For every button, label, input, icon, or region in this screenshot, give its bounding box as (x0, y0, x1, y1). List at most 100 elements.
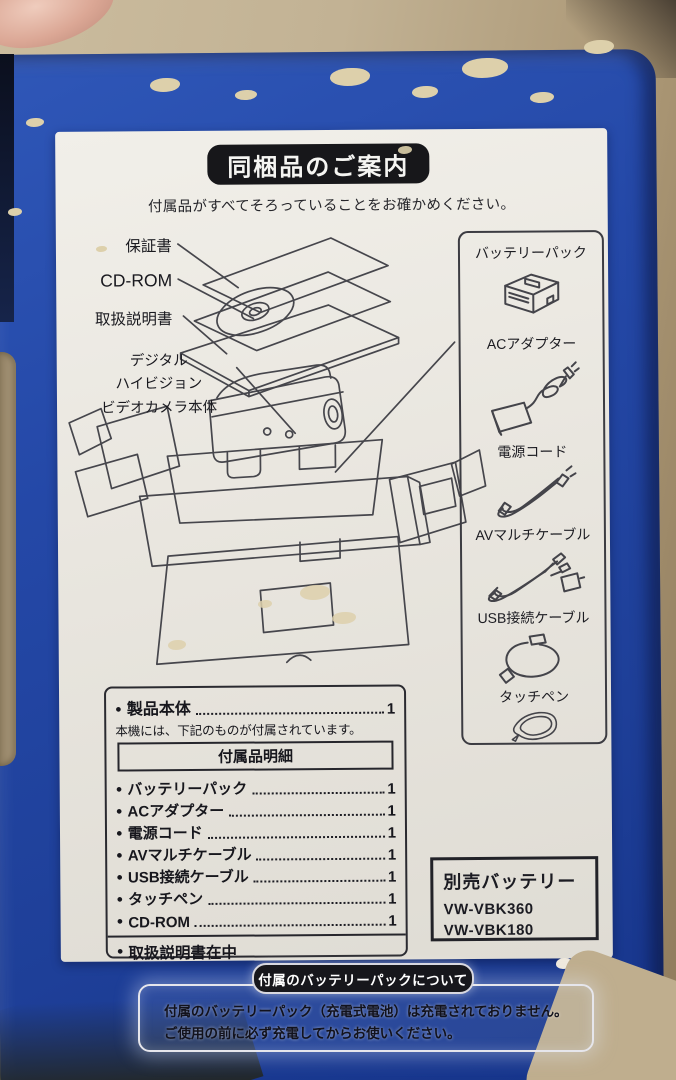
list-separator (107, 933, 406, 938)
inner-tray-drawing (166, 438, 384, 524)
accessory-label: ACアダプター (486, 335, 577, 352)
list-footer: ● 取扱説明書在中 (117, 940, 397, 964)
battery-model: VW-VBK360 (443, 900, 534, 919)
glue-speck (8, 208, 22, 216)
item-qty: 1 (388, 912, 397, 930)
glue-speck (150, 78, 180, 92)
dotted-leader (195, 711, 384, 715)
leader-cdrom (177, 278, 255, 320)
notice-line: ご使用の前に必ず充電してからお使いください。 (164, 1025, 461, 1041)
list-item: ● USB接続ケーブル 1 (116, 864, 396, 888)
list-item: ● ACアダプター 1 (116, 798, 396, 822)
optional-battery-panel: 別売バッテリー VW-VBK360 VW-VBK180 (430, 856, 599, 942)
pointer-accessories-to-box (334, 341, 456, 473)
glue-speck (235, 90, 257, 100)
page-title: 同梱品のご案内 (227, 152, 410, 182)
dotted-leader (252, 791, 385, 795)
glue-speck (26, 118, 44, 127)
usb-cable-icon (498, 633, 560, 684)
item-qty: 1 (387, 868, 397, 886)
glue-speck (412, 86, 438, 98)
item-qty: 1 (388, 890, 397, 908)
notice-box: 付属のバッテリーパック（充電式電池）は充電されておりません。 ご使用の前に必ず充… (138, 984, 594, 1052)
subtitle-text: 付属品がすべてそろっていることをお確かめください。 (147, 196, 516, 216)
list-item: ● バッテリーパック 1 (116, 776, 396, 800)
item-qty: 1 (387, 846, 397, 864)
glue-speck (398, 146, 412, 154)
battery-pack-icon (504, 273, 560, 314)
accessories-panel: バッテリーパック ACアダプター 電源コード (457, 230, 608, 746)
notice-badge: 付属のバッテリーパックについて (252, 963, 474, 994)
notice-line: 付属のバッテリーパック（充電式電池）は充電されておりません。 (164, 1004, 568, 1019)
dotted-leader (253, 879, 386, 883)
glue-speck (330, 68, 370, 86)
item-label: CD-ROM (128, 914, 191, 932)
item-label: ACアダプター (127, 802, 225, 821)
label-cdrom: CD-ROM (100, 270, 173, 291)
bullet-icon: ● (116, 893, 124, 906)
dotted-leader (208, 901, 386, 905)
accessory-item-av-cable: AVマルチケーブル (462, 524, 605, 608)
contents-note: 本機には、下記のものが付属されています。 (115, 722, 362, 739)
dotted-leader (256, 857, 385, 861)
list-item: ● AVマルチケーブル 1 (116, 842, 396, 866)
included-items-label-panel: 同梱品のご案内 付属品がすべてそろっていることをお確かめください。 (55, 128, 613, 962)
bullet-icon: ● (116, 871, 124, 884)
label-camera-body: デジタル ハイビジョン ビデオカメラ本体 (100, 353, 218, 417)
accessory-label: バッテリーパック (474, 244, 587, 262)
glue-speck (258, 600, 272, 608)
dotted-leader (194, 923, 386, 927)
list-item: ● タッチペン 1 (116, 886, 396, 910)
glue-speck (462, 58, 508, 78)
glue-speck (300, 585, 330, 600)
box-handle-cutout (0, 352, 16, 766)
package-contents-diagram (68, 237, 487, 666)
accessory-item-usb-cable: USB接続ケーブル (462, 607, 605, 687)
item-qty: 1 (386, 700, 396, 718)
camcorder-drawing (208, 375, 347, 463)
contents-checklist-panel: ● 製品本体 1 本機には、下記のものが付属されています。 付属品明細 ● バッ… (103, 684, 408, 962)
glue-speck (168, 640, 186, 650)
bullet-icon: ● (115, 703, 122, 716)
accessory-label: USB接続ケーブル (477, 609, 590, 627)
optional-battery-title: 別売バッテリー (443, 871, 577, 893)
accessory-item-power-cord: 電源コード (461, 441, 604, 525)
accessory-label: タッチペン (499, 688, 570, 705)
battery-model: VW-VBK180 (443, 921, 534, 940)
dotted-leader (229, 813, 385, 817)
glue-speck (584, 40, 614, 54)
glue-speck (556, 958, 572, 969)
item-label: 電源コード (127, 824, 203, 843)
left-flap-drawing (96, 405, 181, 490)
right-flap-drawing (388, 461, 467, 544)
bullet-icon: ● (116, 945, 124, 958)
bullet-icon: ● (116, 849, 123, 862)
list-item: ● CD-ROM 1 (117, 908, 397, 932)
item-qty: 1 (387, 802, 396, 820)
item-qty: 1 (387, 780, 396, 798)
item-label: タッチペン (128, 890, 204, 909)
glue-speck (530, 92, 554, 103)
leader-warranty (177, 243, 240, 289)
glue-speck (96, 246, 107, 252)
item-label: AVマルチケーブル (127, 846, 252, 865)
cd-tray-drawing (193, 271, 392, 352)
ac-adapter-icon (491, 361, 580, 436)
front-flap-drawing (155, 535, 410, 666)
bullet-icon: ● (116, 915, 124, 928)
item-label: 製品本体 (126, 701, 191, 719)
cd-disc-drawing (216, 286, 295, 337)
list-item-main: ● 製品本体 1 (115, 694, 395, 720)
accessory-label: 電源コード (497, 443, 568, 461)
detail-header: 付属品明細 (117, 740, 394, 772)
accessory-label: AVマルチケーブル (475, 526, 591, 544)
item-label: バッテリーパック (127, 780, 248, 799)
item-label: USB接続ケーブル (127, 868, 249, 887)
accessory-item-touch-pen: タッチペン (463, 686, 605, 743)
bullet-icon: ● (115, 805, 123, 818)
list-item: ● 電源コード 1 (116, 820, 396, 844)
touch-pen-icon (511, 711, 558, 742)
power-cord-icon (497, 465, 577, 518)
outer-box-drawing (138, 475, 421, 568)
